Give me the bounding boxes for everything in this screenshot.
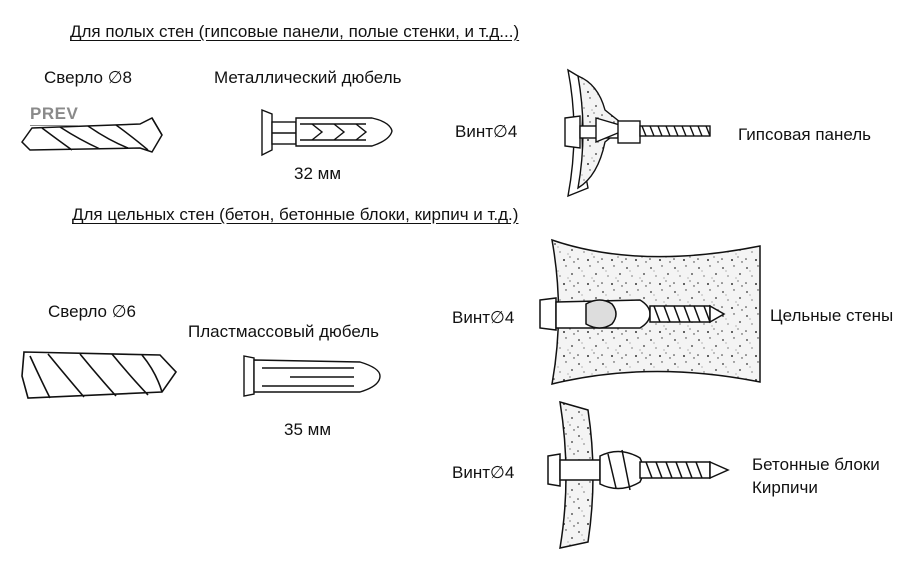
metal-anchor-length: 32 мм xyxy=(294,164,342,183)
screw-4-label-solid: Винт∅4 xyxy=(452,308,515,327)
solid-walls-heading: Для цельных стен (бетон, бетонные блоки,… xyxy=(72,205,519,224)
drill-6-label: Сверло ∅6 xyxy=(48,302,136,321)
metal-anchor-drawing xyxy=(261,108,393,157)
concrete-blocks-label: Бетонные блоки xyxy=(752,455,880,474)
drill-bit-8-drawing xyxy=(21,117,163,153)
plastic-anchor-length: 35 мм xyxy=(284,420,332,439)
prev-link[interactable]: PREV xyxy=(30,104,79,126)
drill-8-label: Сверло ∅8 xyxy=(44,68,132,87)
solid-wall-assembly-drawing xyxy=(539,238,761,386)
screw-4-label-hollow: Винт∅4 xyxy=(455,122,518,141)
plasterboard-label: Гипсовая панель xyxy=(738,125,872,144)
hollow-walls-heading: Для полых стен (гипсовые панели, полые с… xyxy=(70,22,520,41)
solid-wall-label: Цельные стены xyxy=(770,306,894,325)
plasterboard-assembly-drawing xyxy=(564,68,711,198)
drill-bit-6-drawing xyxy=(21,351,178,399)
screw-4-label-brick: Винт∅4 xyxy=(452,463,515,482)
brick-block-assembly-drawing xyxy=(547,400,730,549)
plastic-anchor-drawing xyxy=(243,355,381,397)
metal-anchor-label: Металлический дюбель xyxy=(214,68,402,87)
bricks-label: Кирпичи xyxy=(752,478,818,497)
plastic-anchor-label: Пластмассовый дюбель xyxy=(188,322,380,341)
